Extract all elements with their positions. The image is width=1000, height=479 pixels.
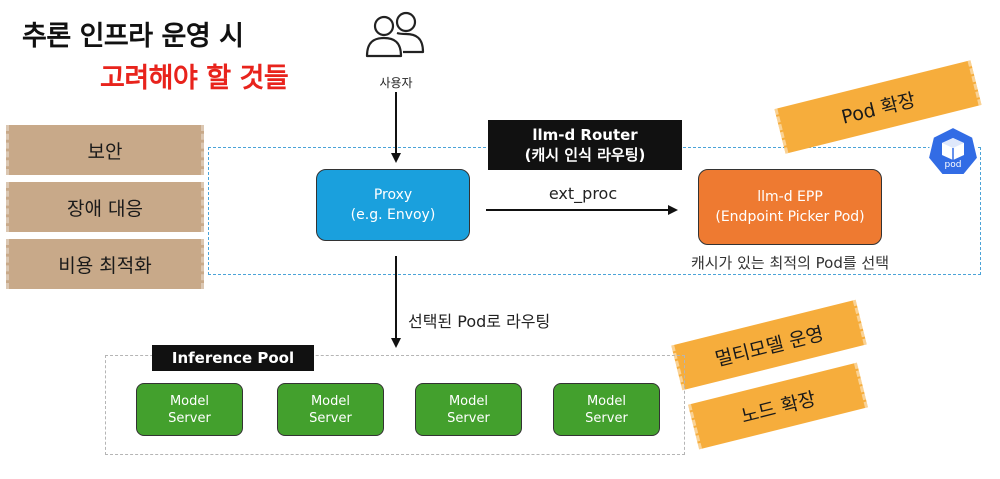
inference-pool-title: Inference Pool	[152, 345, 314, 371]
model-server-1: Model Server	[136, 383, 243, 436]
tape-security: 보안	[6, 125, 204, 175]
proxy-sublabel: (e.g. Envoy)	[350, 207, 436, 223]
model-server-3: Model Server	[415, 383, 522, 436]
epp-caption: 캐시가 있는 최적의 Pod를 선택	[690, 254, 890, 272]
model-server-sublabel: Server	[447, 410, 490, 426]
model-server-sublabel: Server	[585, 410, 628, 426]
model-server-sublabel: Server	[168, 410, 211, 426]
page-subtitle: 고려해야 할 것들	[100, 63, 289, 94]
model-server-label: Model	[448, 393, 489, 409]
model-server-4: Model Server	[553, 383, 660, 436]
page-title: 추론 인프라 운영 시	[22, 21, 244, 52]
users-icon	[358, 8, 434, 68]
model-server-label: Model	[586, 393, 627, 409]
router-title-line2: (캐시 인식 라우팅)	[524, 146, 646, 164]
model-server-sublabel: Server	[309, 410, 352, 426]
tape-cost-optimization: 비용 최적화	[6, 239, 204, 289]
route-label: 선택된 Pod로 라우팅	[408, 312, 551, 331]
inference-pool-boundary	[105, 355, 685, 455]
proxy-node: Proxy (e.g. Envoy)	[316, 169, 470, 241]
router-title-line1: llm-d Router	[532, 126, 638, 144]
epp-label: llm-d EPP	[757, 189, 823, 205]
ext-proc-label: ext_proc	[548, 184, 618, 203]
kubernetes-pod-icon	[925, 124, 981, 180]
pod-badge-text: pod	[944, 160, 962, 170]
model-server-2: Model Server	[277, 383, 384, 436]
epp-node: llm-d EPP (Endpoint Picker Pod)	[698, 169, 882, 245]
user-label: 사용자	[379, 76, 413, 90]
epp-sublabel: (Endpoint Picker Pod)	[715, 209, 865, 225]
router-title: llm-d Router (캐시 인식 라우팅)	[488, 120, 682, 170]
model-server-label: Model	[310, 393, 351, 409]
model-server-label: Model	[169, 393, 210, 409]
tape-incident-response: 장애 대응	[6, 182, 204, 232]
proxy-label: Proxy	[373, 187, 413, 203]
